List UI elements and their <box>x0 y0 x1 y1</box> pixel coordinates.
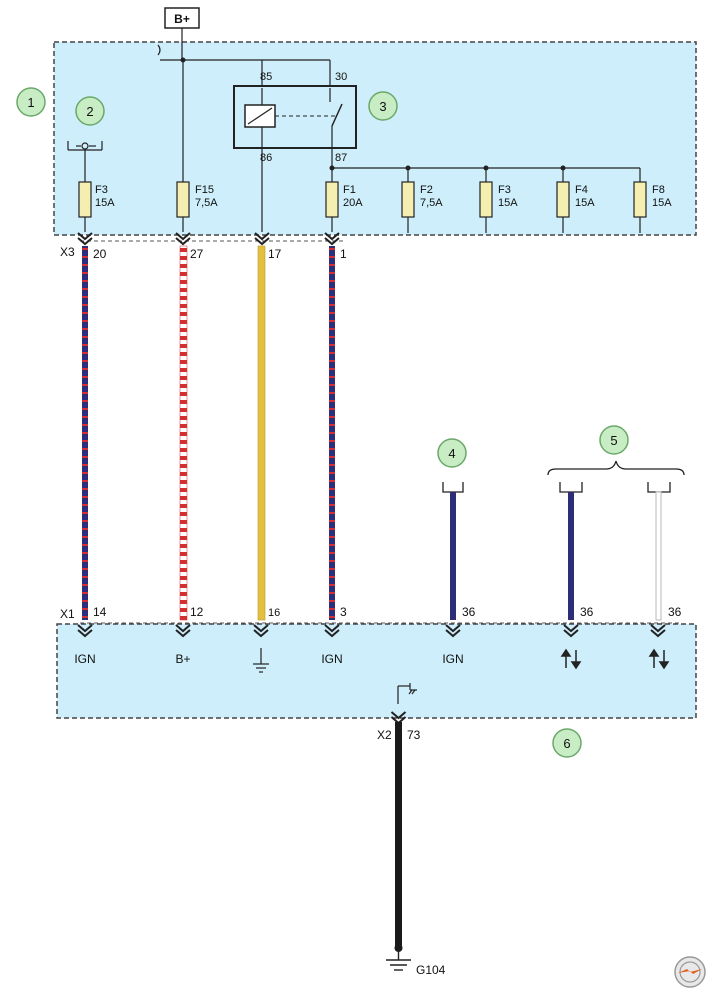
connector-chevron-icon <box>253 624 269 638</box>
connector-chevron-icon <box>563 624 579 638</box>
callout-1: 1 <box>16 87 46 117</box>
wire-blue-red-1-3 <box>329 246 335 620</box>
sensor-5a <box>559 482 583 493</box>
fuse-f4: F4 15A <box>556 181 595 218</box>
x1-pin-14: 14 <box>93 605 107 619</box>
relay-pin-85: 85 <box>260 71 272 83</box>
callout-6: 6 <box>552 728 582 758</box>
svg-text:5: 5 <box>610 433 617 448</box>
fuse-f2: F2 7,5A <box>401 181 443 218</box>
x1-label-ign-2: IGN <box>321 652 342 666</box>
x1-label-ign-3: IGN <box>442 652 463 666</box>
svg-text:20A: 20A <box>343 197 363 209</box>
brace-5 <box>547 460 685 476</box>
relay-contact-icon <box>331 103 343 127</box>
fuse-f3-left: F3 15A <box>78 181 115 218</box>
x1-label-ign-1: IGN <box>74 652 95 666</box>
svg-text:4: 4 <box>448 446 455 461</box>
svg-text:15A: 15A <box>95 197 115 209</box>
relay-pin-86: 86 <box>260 152 272 164</box>
chassis-ground-icon <box>397 683 417 704</box>
callout-3: 3 <box>368 91 398 121</box>
svg-text:7,5A: 7,5A <box>195 197 218 209</box>
connector-chevron-icon <box>175 232 191 246</box>
wire-blue-sensor-4 <box>450 492 456 620</box>
sensor-4 <box>442 482 464 493</box>
connector-chevron-icon <box>445 624 461 638</box>
connector-chevron-icon <box>254 232 270 246</box>
svg-text:F3: F3 <box>498 184 511 196</box>
svg-text:15A: 15A <box>498 197 518 209</box>
connector-chevron-icon <box>650 624 666 638</box>
battery-supply: B+ <box>164 7 200 60</box>
svg-text:7,5A: 7,5A <box>420 197 443 209</box>
ground-g104-icon <box>386 950 411 971</box>
svg-text:2: 2 <box>86 104 93 119</box>
svg-text:F3: F3 <box>95 184 108 196</box>
battery-supply-label: B+ <box>174 12 190 26</box>
svg-text:F8: F8 <box>652 184 665 196</box>
callout-4: 4 <box>437 438 467 468</box>
wire-blue-red-20-14 <box>82 246 88 620</box>
svg-text:F4: F4 <box>575 184 588 196</box>
x1-pin-3: 3 <box>340 605 347 619</box>
data-bus-arrows-icon-b <box>648 648 670 670</box>
fuse-box-module <box>53 41 697 236</box>
wire-black-ground <box>395 722 402 946</box>
connector-x2-label: X2 <box>377 728 392 742</box>
fuse-f15: F15 7,5A <box>176 181 218 218</box>
switch-icon <box>67 141 103 160</box>
relay-pin-87: 87 <box>335 152 347 164</box>
data-bus-arrows-icon-a <box>560 648 582 670</box>
relay: 85 30 86 87 <box>233 71 357 164</box>
svg-text:6: 6 <box>563 736 570 751</box>
connector-chevron-icon <box>77 624 93 638</box>
svg-text:1: 1 <box>27 95 34 110</box>
svg-text:3: 3 <box>379 99 386 114</box>
connector-chevron-icon <box>77 232 93 246</box>
x3-pin-27: 27 <box>190 247 204 261</box>
x3-pin-20: 20 <box>93 247 107 261</box>
connector-chevron-icon <box>324 624 340 638</box>
svg-text:15A: 15A <box>575 197 595 209</box>
svg-text:F1: F1 <box>343 184 356 196</box>
connector-x1-label: X1 <box>60 607 75 621</box>
svg-text:F2: F2 <box>420 184 433 196</box>
wire-yellow-17-16 <box>257 245 266 621</box>
callout-5: 5 <box>599 425 629 455</box>
callout-2: 2 <box>75 96 105 126</box>
x1-pin-36-a: 36 <box>462 605 476 619</box>
wire-grey-sensor-5b <box>655 491 662 621</box>
x1-pin-16: 16 <box>268 607 280 619</box>
connector-chevron-icon <box>175 624 191 638</box>
svg-text:F15: F15 <box>195 184 214 196</box>
x3-pin-1: 1 <box>340 247 347 261</box>
relay-pin-30: 30 <box>335 71 347 83</box>
connector-chevron-icon <box>324 232 340 246</box>
fuse-f8: F8 15A <box>633 181 672 218</box>
control-module <box>56 623 697 719</box>
x2-pin-73: 73 <box>407 728 421 742</box>
fuse-f1: F1 20A <box>325 181 363 218</box>
wire-red-white-27-12 <box>179 245 188 621</box>
fuse-f3-right: F3 15A <box>479 181 518 218</box>
connector-x3-label: X3 <box>60 245 75 259</box>
ground-icon <box>253 648 269 673</box>
svg-text:15A: 15A <box>652 197 672 209</box>
x1-pin-12: 12 <box>190 605 204 619</box>
sensor-5b <box>647 482 671 493</box>
x1-pin-36-b: 36 <box>580 605 594 619</box>
ground-label: G104 <box>416 963 446 977</box>
x3-pin-17: 17 <box>268 247 282 261</box>
wire-blue-sensor-5a <box>568 492 574 620</box>
brand-logo-icon <box>674 956 706 988</box>
x1-label-bplus: B+ <box>175 652 190 666</box>
x1-pin-36-c: 36 <box>668 605 682 619</box>
